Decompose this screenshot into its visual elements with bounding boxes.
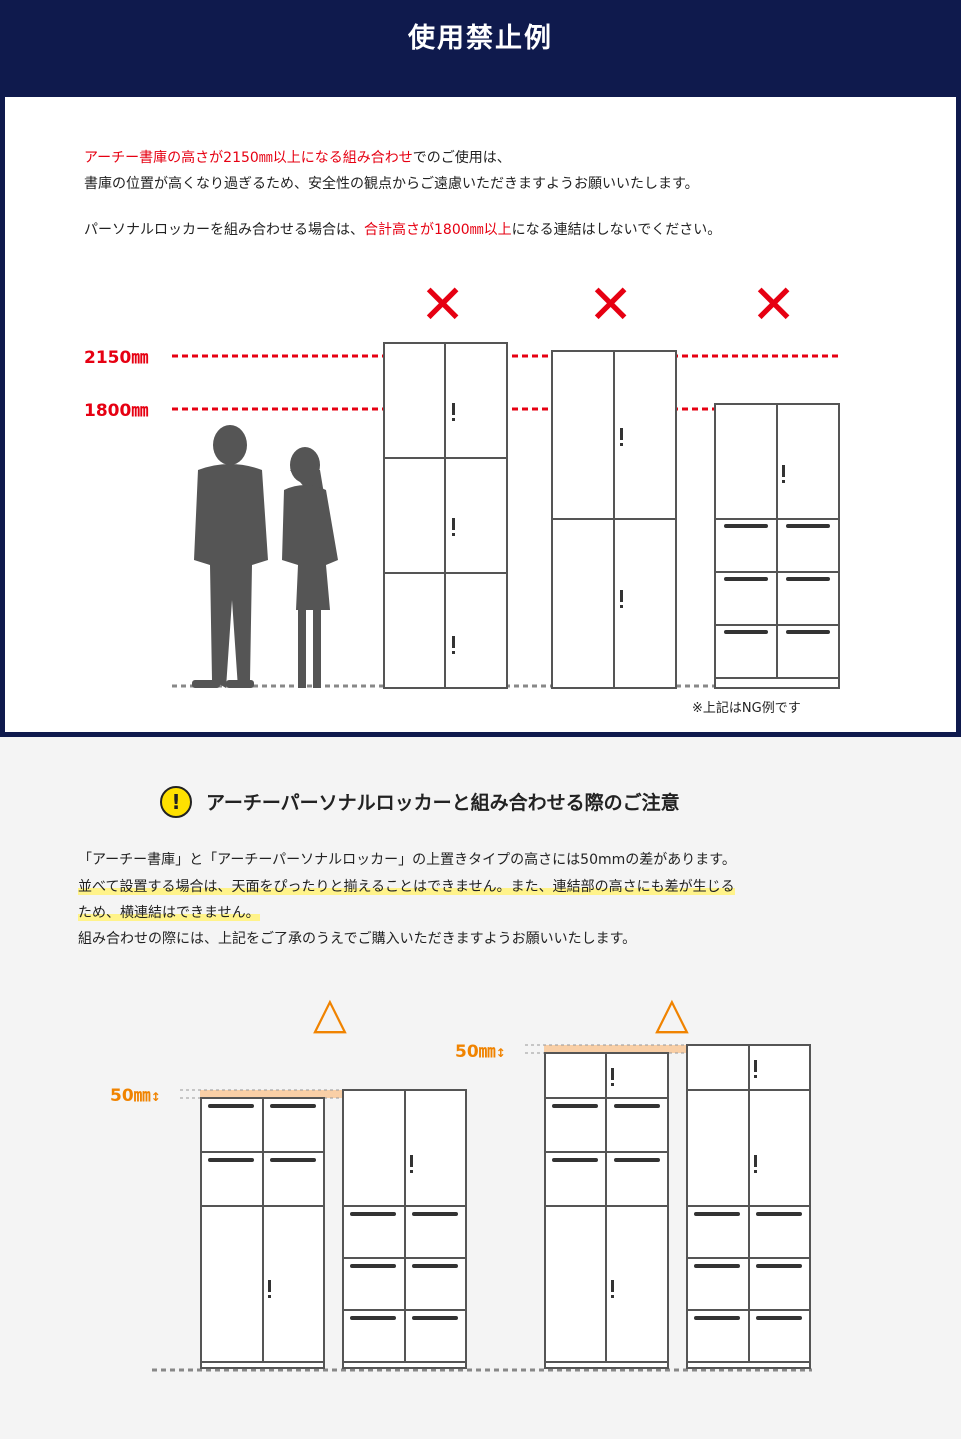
intro-line-1-red: アーチー書庫の高さが2150㎜以上になる組み合わせ bbox=[84, 150, 413, 166]
intro-line-3-a: パーソナルロッカーを組み合わせる場合は、 bbox=[84, 222, 364, 238]
height-label-1800: 1800㎜ bbox=[84, 401, 149, 421]
combo-right-stack-2 bbox=[686, 1044, 811, 1369]
cabinet-ng-1-handles bbox=[452, 403, 455, 654]
panel-title: 使用禁止例 bbox=[5, 5, 956, 97]
caution-highlight-1: 並べて設置する場合は、天面をぴったりと揃えることはできません。また、連結部の高さ… bbox=[78, 879, 735, 895]
caution-paragraph-3: 組み合わせの際には、上記をご了承のうえでご購入いただきますようお願いいたします。 bbox=[78, 931, 637, 947]
ng-note: ※上記はNG例です bbox=[692, 701, 801, 716]
diff-label-right-text: 50㎜ bbox=[455, 1042, 496, 1062]
combo-right-stack-1 bbox=[544, 1052, 669, 1369]
cabinet-ng-3 bbox=[714, 403, 840, 689]
caution-paragraph-2a: 並べて設置する場合は、天面をぴったりと揃えることはできません。また、連結部の高さ… bbox=[78, 874, 735, 900]
cabinet-ng-1 bbox=[383, 342, 508, 689]
diff-label-left: 50㎜↕ bbox=[110, 1081, 161, 1106]
intro-line-3-red: 合計高さが1800㎜以上 bbox=[364, 222, 512, 238]
intro-line-2: 書庫の位置が高くなり過ぎるため、安全性の観点からご遠慮いただきますようお願いいた… bbox=[84, 176, 699, 192]
ng-cross-1: ✕ bbox=[420, 273, 466, 336]
woman-silhouette bbox=[282, 447, 338, 688]
intro-line-3: パーソナルロッカーを組み合わせる場合は、合計高さが1800㎜以上になる連結はしな… bbox=[84, 217, 721, 243]
arrow-updown-icon: ↕ bbox=[150, 1090, 161, 1104]
caution-title: アーチーパーソナルロッカーと組み合わせる際のご注意 bbox=[206, 792, 680, 814]
ng-cross-3: ✕ bbox=[751, 273, 797, 336]
arrow-updown-icon: ↕ bbox=[495, 1046, 506, 1060]
combo-left-locker-cabinet bbox=[200, 1097, 325, 1369]
cabinet-ng-2 bbox=[551, 350, 677, 689]
caution-triangle-left: △ bbox=[313, 988, 347, 1039]
ng-cross-2: ✕ bbox=[588, 273, 634, 336]
man-silhouette bbox=[192, 425, 268, 688]
caution-triangle-right: △ bbox=[655, 988, 689, 1039]
intro-line-1: アーチー書庫の高さが2150㎜以上になる組み合わせでのご使用は、 bbox=[84, 145, 511, 171]
intro-line-3-b: になる連結はしないでください。 bbox=[511, 222, 722, 238]
intro-line-1-rest: でのご使用は、 bbox=[412, 150, 511, 166]
cabinet-ng-3-handles bbox=[724, 465, 830, 634]
combo-left-cabinet-locker bbox=[342, 1089, 467, 1369]
diff-label-left-text: 50㎜ bbox=[110, 1086, 151, 1106]
height-label-2150: 2150㎜ bbox=[84, 348, 149, 368]
cabinet-ng-2-handles bbox=[620, 428, 623, 608]
diff-band-left bbox=[200, 1090, 466, 1098]
caution-icon: ! bbox=[160, 786, 192, 818]
caution-highlight-2: ため、横連結はできません。 bbox=[78, 905, 260, 921]
diff-label-right: 50㎜↕ bbox=[455, 1037, 506, 1062]
diff-band-right bbox=[544, 1045, 810, 1053]
caution-paragraph-2b: ため、横連結はできません。 bbox=[78, 900, 260, 926]
caution-paragraph-1: 「アーチー書庫」と「アーチーパーソナルロッカー」の上置きタイプの高さには50mm… bbox=[78, 852, 736, 868]
